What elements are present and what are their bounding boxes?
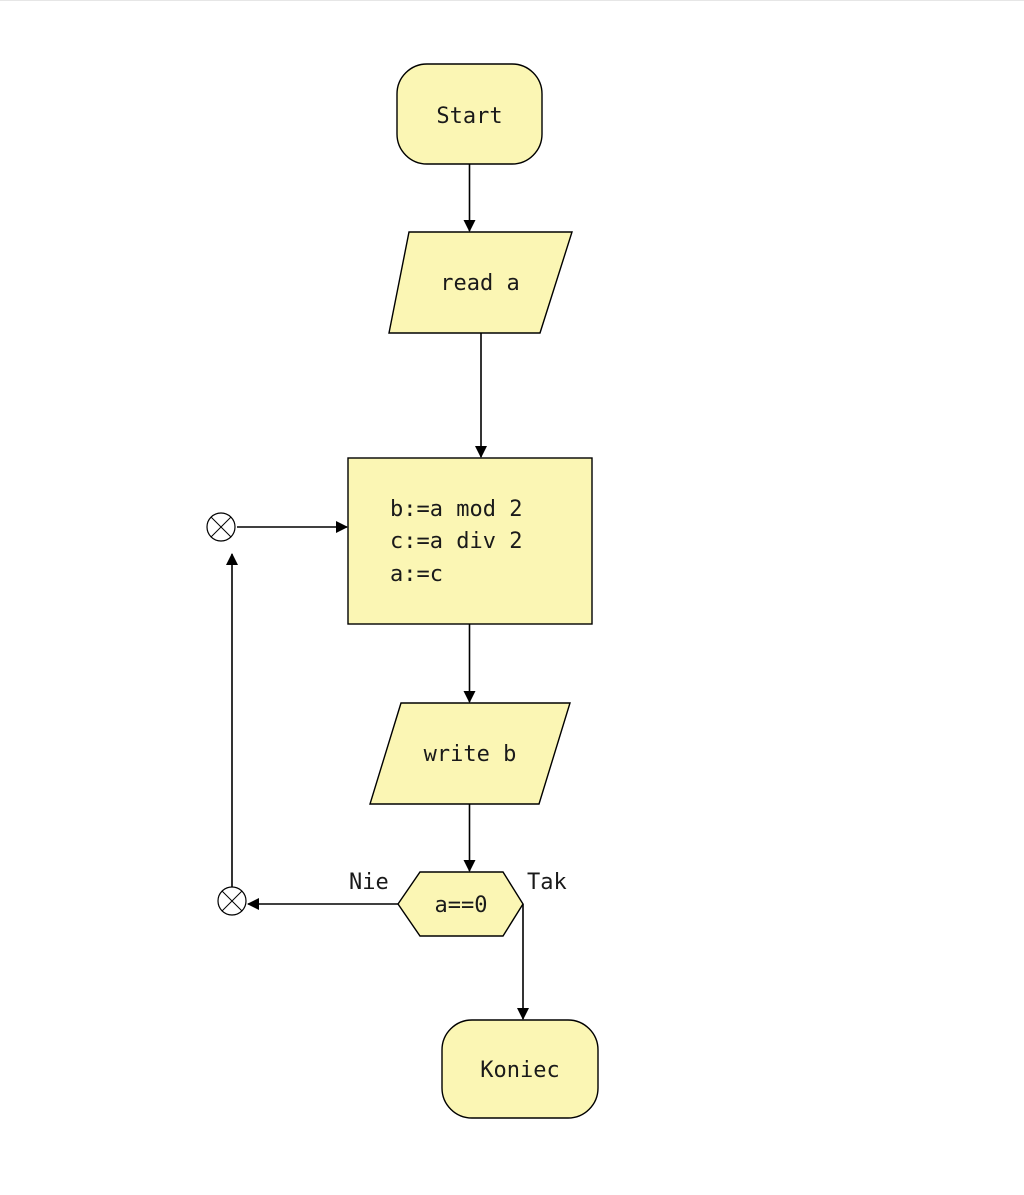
start-label: Start <box>436 104 502 129</box>
output-shape <box>369 702 571 805</box>
process-line-2: c:=a div 2 <box>390 529 522 554</box>
edge-label-no: Nie <box>349 870 389 895</box>
process-line-1: b:=a mod 2 <box>390 497 522 522</box>
junction-top-icon <box>206 512 236 542</box>
input-label: read a <box>440 271 519 296</box>
edge-label-yes: Tak <box>527 870 567 895</box>
junction-bottom-icon <box>217 886 247 916</box>
process-shape <box>347 457 593 625</box>
output-node: write b <box>369 702 571 805</box>
input-node: read a <box>388 231 573 334</box>
end-label: Koniec <box>480 1058 559 1083</box>
process-line-3: a:=c <box>390 562 443 587</box>
end-node: Koniec <box>441 1019 599 1119</box>
input-shape <box>388 231 573 334</box>
process-node: b:=a mod 2 c:=a div 2 a:=c <box>347 457 593 625</box>
end-shape <box>441 1019 599 1119</box>
start-node: Start <box>396 63 543 165</box>
decision-node: a==0 <box>397 871 524 937</box>
output-label: write b <box>424 742 517 767</box>
decision-label: a==0 <box>435 893 488 918</box>
